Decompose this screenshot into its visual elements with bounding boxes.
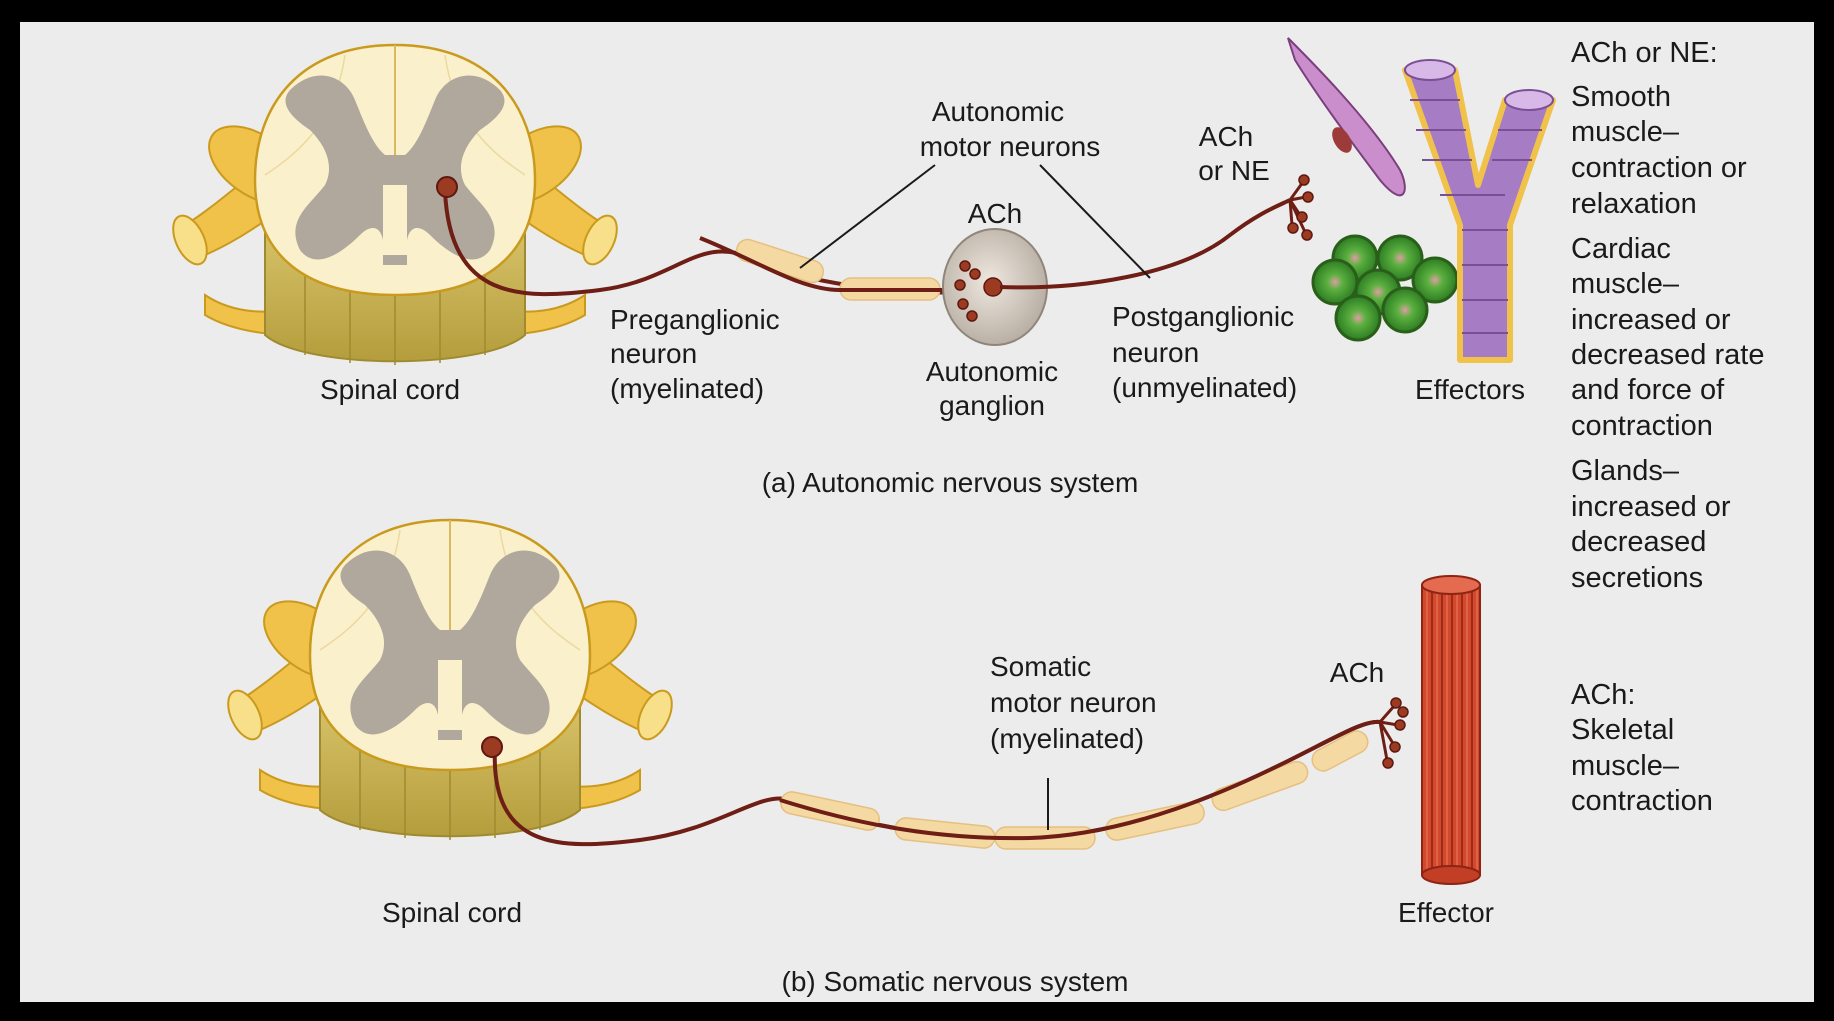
somatic-label-1: Somatic xyxy=(990,651,1091,682)
spinal-cord-label-a: Spinal cord xyxy=(320,374,460,405)
smooth-muscle-cell xyxy=(1287,37,1406,197)
autonomic-motor-neurons-label-2: motor neurons xyxy=(920,131,1101,162)
caption-b: (b) Somatic nervous system xyxy=(782,966,1129,997)
somatic-label-3: (myelinated) xyxy=(990,723,1144,754)
autonomic-motor-neurons-label-1: Autonomic xyxy=(932,96,1064,127)
label-pointer-lines xyxy=(799,164,1151,279)
ach-or-ne-label-2: or NE xyxy=(1198,155,1270,186)
preganglionic-cell-body xyxy=(436,176,458,198)
postganglionic-label-3: (unmyelinated) xyxy=(1112,372,1297,403)
smooth-1: Smooth xyxy=(1571,81,1671,113)
preganglionic-label-1: Preganglionic xyxy=(610,304,780,335)
smooth-2: muscle– xyxy=(1571,116,1680,148)
blood-vessel xyxy=(1402,59,1556,363)
glands-1: Glands– xyxy=(1571,455,1680,487)
postganglionic-label-1: Postganglionic xyxy=(1112,301,1294,332)
preganglionic-label-3: (myelinated) xyxy=(610,373,764,404)
postganglionic-axon xyxy=(999,198,1291,290)
postganglionic-label-2: neuron xyxy=(1112,337,1199,368)
somatic-label-2: motor neuron xyxy=(990,687,1157,718)
smooth-4: relaxation xyxy=(1571,188,1697,220)
cardiac-5: and force of xyxy=(1571,374,1725,406)
right-header-ach-ne: ACh or NE: xyxy=(1571,37,1718,69)
somatic-cell-body xyxy=(481,736,503,758)
glands-2: increased or xyxy=(1571,491,1731,523)
cardiac-4: decreased rate xyxy=(1571,339,1764,371)
skeletal-3: contraction xyxy=(1571,785,1713,817)
smooth-3: contraction or xyxy=(1571,152,1747,184)
right-header-ach: ACh: xyxy=(1571,679,1635,711)
ganglion-label-2: ganglion xyxy=(939,390,1045,421)
skeletal-1: Skeletal xyxy=(1571,714,1674,746)
gland-cells xyxy=(1311,234,1459,342)
postganglionic-terminals xyxy=(1287,174,1314,241)
preganglionic-label-2: neuron xyxy=(610,338,697,369)
glands-4: secretions xyxy=(1571,562,1703,594)
spinal-cord-a xyxy=(165,43,625,367)
somatic-terminals xyxy=(1378,697,1409,769)
cardiac-6: contraction xyxy=(1571,410,1713,442)
ganglion-ach-label: ACh xyxy=(968,198,1022,229)
spinal-cord-label-b: Spinal cord xyxy=(382,897,522,928)
spinal-cord-b xyxy=(220,518,680,842)
caption-a: (a) Autonomic nervous system xyxy=(762,467,1139,498)
cardiac-2: muscle– xyxy=(1571,268,1680,300)
somatic-ach-label: ACh xyxy=(1330,657,1384,688)
ganglion-synapse xyxy=(954,260,1003,322)
effector-label: Effector xyxy=(1398,897,1494,928)
effectors-label: Effectors xyxy=(1415,374,1525,405)
cardiac-1: Cardiac xyxy=(1571,233,1671,265)
cardiac-3: increased or xyxy=(1571,304,1731,336)
skeletal-muscle xyxy=(1421,575,1481,885)
skeletal-2: muscle– xyxy=(1571,750,1680,782)
ach-or-ne-label-1: ACh xyxy=(1199,121,1253,152)
glands-3: decreased xyxy=(1571,526,1706,558)
ganglion-label-1: Autonomic xyxy=(926,356,1058,387)
